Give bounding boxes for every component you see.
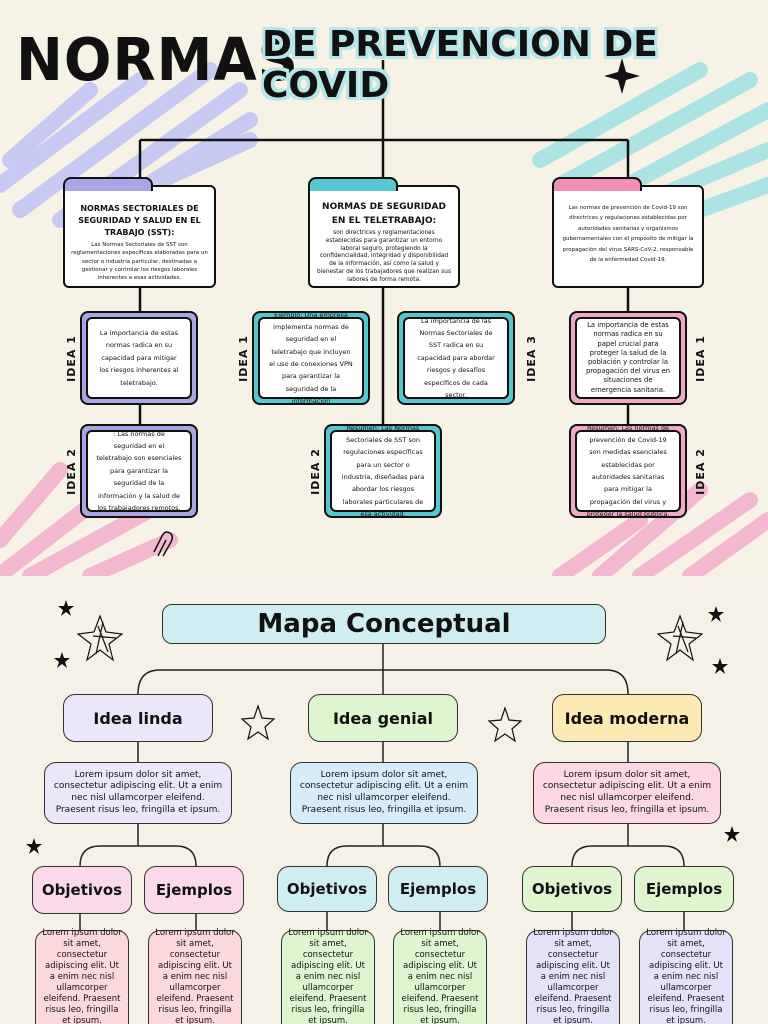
objetivos-pill: Objetivos [522,866,622,912]
idea-box: La importancia de estas normas radica en… [569,311,687,405]
idea-box: La importancia de estas normas radica en… [80,311,198,405]
objetivos-pill: Objetivos [277,866,377,912]
idea-label: IDEA 1 [64,335,78,382]
card-tab-teal [308,177,398,191]
objetivos-pill: Objetivos [32,866,132,914]
idea-box: Ejemplo: Una empresa implementa normas d… [252,311,370,405]
card-covid: Las normas de prevención de Covid-19 son… [552,177,704,288]
paperclip-icon [153,531,174,557]
ejemplos-pill: Ejemplos [388,866,488,912]
objetivos-description: Lorem ipsum dolor sit amet, consectetur … [526,928,620,1024]
concept-map-title: Mapa Conceptual [162,604,606,644]
normas-infographic: NORMAS DE PREVENCION DE COVID NORMAS SEC… [0,24,768,576]
objetivos-description: Lorem ipsum dolor sit amet, consectetur … [281,928,375,1024]
ejemplos-pill: Ejemplos [634,866,734,912]
idea-box: : Las normas de seguridad en el teletrab… [80,424,198,518]
page-subtitle: DE PREVENCION DE COVID [262,24,658,106]
idea-label: IDEA 1 [693,335,707,382]
idea-box: Resumen: Las Normas Sectoriales de SST s… [324,424,442,518]
objetivos-description: Lorem ipsum dolor sit amet, consectetur … [35,928,129,1024]
idea-description: Lorem ipsum dolor sit amet, consectetur … [533,762,721,824]
card-tab-purple [63,177,153,191]
idea-box: Resumen: Las normas de prevención de Cov… [569,424,687,518]
idea-description: Lorem ipsum dolor sit amet, consectetur … [44,762,232,824]
card-tab-pink [552,177,642,191]
card-teletrabajo: NORMAS DE SEGURIDAD EN EL TELETRABAJO: s… [308,177,460,288]
card-title: NORMAS DE SEGURIDAD EN EL TELETRABAJO: [322,202,446,226]
idea-label: IDEA 2 [693,448,707,495]
idea-box: La importancia de las Normas Sectoriales… [397,311,515,405]
idea-label: IDEA 2 [64,448,78,495]
star-icon [76,614,704,743]
ejemplos-description: Lorem ipsum dolor sit amet, consectetur … [639,928,733,1024]
card-body: son directrices y reglamentaciones estab… [317,230,451,283]
ejemplos-description: Lorem ipsum dolor sit amet, consectetur … [393,928,487,1024]
concept-map: Mapa Conceptual Idea linda Idea genial I… [0,576,768,1024]
idea-pill: Idea linda [63,694,213,742]
card-body: Las Normas Sectoriales de SST son reglam… [71,242,208,281]
concept-map-connectors [26,600,740,930]
idea-label: IDEA 1 [236,335,250,382]
ejemplos-pill: Ejemplos [144,866,244,914]
idea-label: IDEA 2 [308,448,322,495]
ejemplos-description: Lorem ipsum dolor sit amet, consectetur … [148,928,242,1024]
sparkle-icon [604,58,640,94]
idea-pill: Idea moderna [552,694,702,742]
page-title: NORMAS [16,26,299,95]
idea-description: Lorem ipsum dolor sit amet, consectetur … [290,762,478,824]
star-icon [26,600,740,854]
card-title: NORMAS SECTORIALES DE SEGURIDAD Y SALUD … [78,204,201,237]
idea-label: IDEA 3 [524,335,538,382]
card-sst: NORMAS SECTORIALES DE SEGURIDAD Y SALUD … [63,177,216,288]
idea-pill: Idea genial [308,694,458,742]
card-body: Las normas de prevención de Covid-19 son… [562,205,694,264]
